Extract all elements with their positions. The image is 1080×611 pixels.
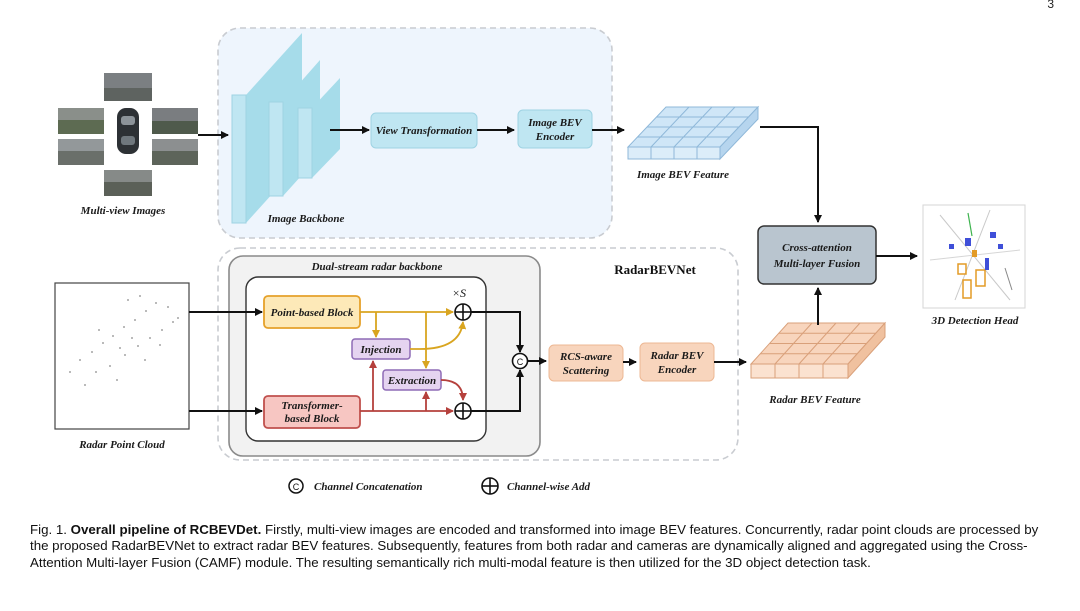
injection-label: Injection: [360, 344, 402, 356]
image-bev-feature-label: Image BEV Feature: [636, 169, 729, 181]
view-transformation-label: View Transformation: [376, 125, 472, 137]
page-number: 3: [1047, 0, 1054, 11]
detection-result-image: [922, 204, 1026, 309]
figure-caption: Fig. 1. Overall pipeline of RCBEVDet. Fi…: [30, 522, 1055, 571]
image-bev-encoder-label-1: Image BEV: [527, 117, 583, 129]
cross-attention-fusion-box: [757, 225, 877, 285]
image-bev-encoder-label-2: Encoder: [535, 131, 575, 143]
transformer-block-label-1: Transformer-: [281, 400, 343, 412]
dual-stream-label: Dual-stream radar backbone: [311, 261, 443, 273]
transformer-block-label-2: based Block: [285, 413, 340, 425]
radar-bev-feature-label: Radar BEV Feature: [768, 394, 861, 406]
repeat-s-label: ×S: [452, 286, 466, 300]
radar-point-cloud-image: [54, 282, 190, 430]
radar-bev-encoder-label-2: Encoder: [657, 364, 697, 376]
concat-operator: C: [511, 352, 529, 370]
legend-concat: C Channel Concatenation: [288, 478, 423, 494]
caption-text: Firstly, multi-view images are encoded a…: [30, 522, 1039, 570]
cross-attention-label-1: Cross-attention: [782, 242, 852, 254]
cross-attention-label-2: Multi-layer Fusion: [773, 258, 861, 270]
concat-symbol: C: [517, 357, 524, 367]
caption-prefix: Fig. 1.: [30, 522, 71, 537]
caption-bold: Overall pipeline of RCBEVDet.: [70, 522, 262, 537]
rcs-label-1: RCS-aware: [559, 351, 612, 363]
multiview-images: [58, 73, 198, 196]
legend-concat-label: Channel Concatenation: [314, 481, 423, 493]
image-bev-feature-grid: [626, 105, 760, 161]
pipeline-figure: Multi-view Images Image Backbone View Tr…: [54, 27, 1026, 495]
legend-add: Channel-wise Add: [481, 477, 591, 495]
radar-bev-encoder-label-1: Radar BEV: [650, 350, 706, 362]
point-based-block-label: Point-based Block: [271, 307, 354, 319]
radarbevnet-title: RadarBEVNet: [614, 262, 696, 277]
extraction-label: Extraction: [387, 375, 436, 387]
rcs-label-2: Scattering: [563, 365, 610, 377]
add-operator-top: [454, 303, 472, 321]
radar-point-cloud-label: Radar Point Cloud: [78, 439, 165, 451]
legend-concat-symbol: C: [293, 482, 300, 492]
radar-bev-feature-grid: [749, 321, 887, 380]
add-operator-bottom: [454, 402, 472, 420]
image-backbone-label: Image Backbone: [267, 213, 345, 225]
multiview-images-label: Multi-view Images: [80, 205, 166, 217]
detection-head-label: 3D Detection Head: [931, 315, 1019, 327]
image-backbone: [231, 33, 340, 224]
legend-add-label: Channel-wise Add: [507, 481, 591, 493]
transformer-based-block: [263, 395, 361, 429]
